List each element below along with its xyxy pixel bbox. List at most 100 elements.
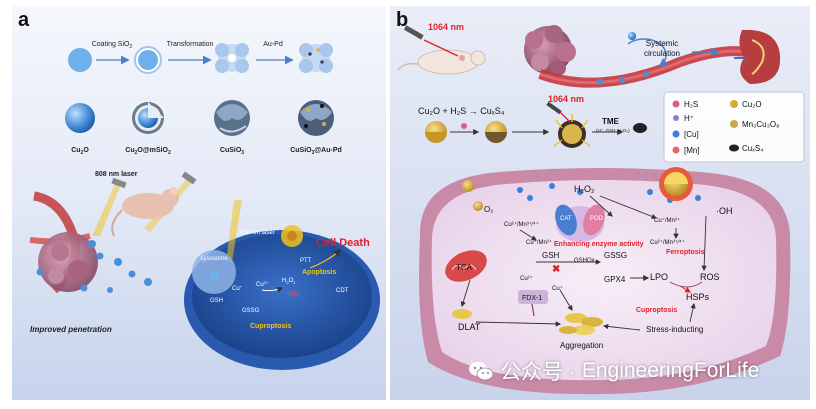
synthesis-row: Coating SiO2 Transformation Au-Pd: [68, 41, 333, 74]
mouse-b: [397, 49, 486, 75]
cup-label: Cu⁺: [552, 285, 563, 292]
label-cusio3: CuSiO3: [220, 147, 244, 156]
cu2o-sphere-small: [68, 48, 92, 72]
legend-item-cu: [Cu]: [672, 130, 699, 139]
ptt-label: PTT: [300, 258, 312, 264]
laser-pen-mid: [546, 101, 571, 123]
reaction-equation: Cu₂O + H₂S → CuₓS₄: [418, 106, 505, 116]
cuproptosis-label-b: Cuproptosis: [636, 307, 677, 314]
pathway-arrows: [460, 195, 707, 331]
materials-row: Cu2O Cu2O@mSiO2 CuSiO3 CuSiO3@Au-Pd: [65, 100, 342, 156]
stress-label: Stress-inducting: [646, 325, 703, 334]
gshox-label: GSHOx: [574, 258, 595, 264]
cu-mn-label-d: Cu²⁺/Mn³⁺⁄⁴⁺: [650, 239, 685, 246]
cell-death-label: Cell Death: [316, 237, 370, 249]
cell-a-cytoplasm: [192, 234, 372, 358]
legend-item-h-plus: H⁺: [673, 114, 694, 123]
label-cu2o: Cu2O: [71, 147, 89, 156]
oh-label-b: ·OH: [716, 206, 733, 216]
cusio3-aupd-flower: [299, 43, 333, 73]
dlat-label: DLAT: [458, 322, 481, 332]
gssg-label: GSSG: [242, 308, 260, 314]
legend-item-mn: [Mn]: [672, 146, 700, 155]
panel-a: a Coating SiO2 Transformation Au-Pd: [12, 6, 386, 400]
aggregation-cluster: [559, 313, 603, 335]
legend-item-cu2o: Cu₂O: [730, 100, 762, 109]
cell-b: [419, 168, 791, 395]
h2o2-label-b: H₂O₂: [574, 184, 595, 194]
lpo-label: LPO: [650, 272, 668, 282]
gpx4-label: GPX4: [604, 275, 626, 284]
reaction-row: [425, 114, 647, 148]
cusio3-flower: [215, 43, 249, 73]
mitochondrion: [445, 250, 487, 282]
watermark-prefix: 公众号 ·: [500, 361, 576, 384]
lysosome-particle: [209, 271, 219, 281]
wechat-icon: [469, 362, 494, 381]
inner-laser-label: 808 nm laser: [240, 230, 275, 236]
legend-item-mn3cu3o8: Mn₃Cu₃O₈: [730, 120, 779, 129]
gssg-label-b: GSSG: [604, 251, 627, 260]
svg-text:Cu₂O: Cu₂O: [742, 100, 762, 109]
gold-organelle: [659, 167, 693, 201]
tumor-cluster-b: [524, 25, 576, 76]
cusio3-sem: [214, 100, 250, 136]
inner-laser-beam: [226, 200, 242, 262]
pod-label: POD: [590, 216, 604, 222]
svg-text:Mn₃Cu₃O₈: Mn₃Cu₃O₈: [742, 120, 779, 129]
cell-a-arrow-2: [309, 248, 342, 269]
cdt-label: CDT: [336, 288, 349, 294]
lysosome-label: Lysosome: [200, 256, 228, 262]
label-cusio3-aupd: CuSiO3@Au-Pd: [290, 147, 342, 156]
legend-item-cuxs4: CuₓS₄: [729, 144, 763, 153]
laser-1064-mid-label: 1064 nm: [548, 94, 584, 104]
cu-plus-label: Cu+: [232, 284, 243, 292]
svg-text:[Cu]: [Cu]: [684, 130, 699, 139]
legend-item-h2s: H₂S: [672, 100, 698, 109]
hsps-label: HSPs: [686, 292, 710, 302]
dying-cell-nucleus: [287, 231, 297, 241]
legend-box: H₂S Cu₂O H⁺ Mn₃Cu₃O₈ [Cu] [Mn] CuₓS₄: [663, 91, 805, 163]
cat-label: CAT: [560, 216, 572, 222]
enhancing-label: Enhancing enzyme activity: [554, 241, 644, 248]
enzyme-flower: [555, 204, 605, 242]
cu-mn-label-a: Cu²⁺/Mn³⁺⁄⁴⁺: [504, 221, 539, 228]
tme-sub-label: (H⁺, GSH, H₂O₂): [596, 128, 630, 133]
coated-sphere-core: [138, 50, 158, 70]
dlat-protein: [452, 309, 472, 319]
panel-a-label: a: [18, 9, 30, 31]
label-cu2o-msio2: Cu2O@mSiO2: [125, 147, 171, 156]
watermark-name: EngineeringForLife: [581, 359, 760, 382]
ros-label: ROS: [700, 272, 720, 282]
tme-label: TME: [602, 117, 620, 126]
o2-label-b: O₂: [484, 205, 493, 214]
panel-b-label: b: [396, 9, 408, 31]
aggregation-label: Aggregation: [560, 341, 603, 350]
cell-a-arrow-1: [261, 286, 284, 293]
cu2-plus-label: Cu2+: [256, 280, 269, 288]
cu-mn-label-b: Cu⁺/Mn²⁺: [526, 239, 552, 246]
circulation-cycle: [627, 32, 669, 68]
systemic-label: Systemic: [646, 39, 678, 48]
step-transformation-label: Transformation: [167, 41, 214, 48]
watermark: 公众号 · EngineeringForLife: [468, 356, 759, 386]
cell-b-cytoplasm: [431, 180, 777, 381]
cu-mn-label-c: Cu⁺/Mn²⁺: [654, 217, 680, 224]
cusio3-aupd-sem: [298, 100, 334, 136]
cu2p-label: Cu²⁺: [520, 275, 533, 282]
svg-text:[Mn]: [Mn]: [684, 146, 700, 155]
apoptosis-label-a: Apoptosis: [302, 269, 336, 276]
svg-text:CuₓS₄: CuₓS₄: [742, 144, 763, 153]
cuproptosis-label-a: Cuproptosis: [250, 323, 291, 330]
laser-808-label: 808 nm laser: [95, 171, 138, 178]
laser-pen-b: [403, 25, 459, 57]
step-aupd-label: Au-Pd: [263, 41, 283, 48]
nanoparticles-in-vessel: [597, 71, 649, 85]
oh-label-a: ·OH: [286, 291, 299, 298]
fdx1-box: [518, 290, 548, 304]
ferroptosis-label: Ferroptosis: [666, 249, 705, 256]
panel-b: b 1064 nm Systemic: [390, 6, 810, 400]
cu2o-msio2-cutaway: [148, 102, 164, 118]
